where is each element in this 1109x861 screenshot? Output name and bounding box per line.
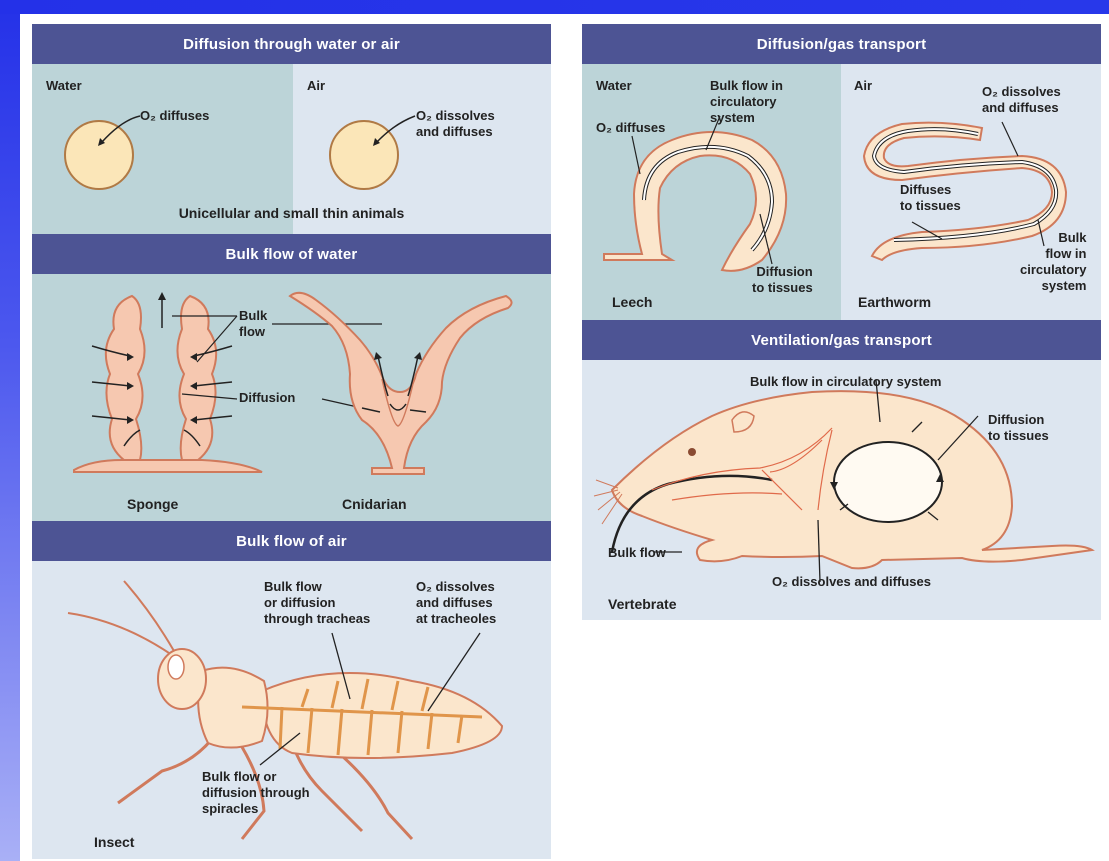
panel-ventilation-gas-transport: Ventilation/gas transport Bulk flow in c…: [582, 320, 1101, 620]
earthworm-o2-dissolves: O₂ dissolves and diffuses: [982, 84, 1061, 116]
sponge-left-wall: [106, 296, 145, 460]
cnidarian-body: [290, 293, 512, 474]
earthworm-label: Earthworm: [858, 294, 931, 311]
sponge-base: [74, 460, 262, 472]
tracheae-label: Bulk flow or diffusion through tracheas: [264, 579, 370, 627]
sponge-cnidarian-illustration: [32, 234, 551, 521]
earthworm-bulk-flow-label: Bulk flow in circulatory system: [1020, 230, 1086, 294]
leech-o2-diffuses: O₂ diffuses: [596, 120, 665, 136]
leech-label: Leech: [612, 294, 652, 311]
cnidarian-label: Cnidarian: [342, 496, 407, 513]
vertebrate-o2-dissolves: O₂ dissolves and diffuses: [772, 574, 931, 590]
vertebrate-bulk-flow: Bulk flow: [608, 545, 666, 561]
water-o2-annotation: O₂ diffuses: [140, 108, 209, 124]
sponge-right-wall: [177, 296, 216, 460]
water-label: Water: [596, 78, 632, 94]
panel-diffusion-water-air: Diffusion through water or air Water Air…: [32, 24, 551, 234]
insect-label: Insect: [94, 834, 134, 851]
leech-diffusion-label: Diffusion to tissues: [752, 264, 813, 296]
diffusion-label: Diffusion: [239, 390, 295, 406]
panel-bulk-flow-air: Bulk flow of air Bulk flow or diff: [32, 521, 551, 859]
circulatory-loop: [834, 442, 942, 522]
slide-left-border: [0, 0, 20, 861]
water-label: Water: [46, 78, 82, 94]
tracheoles-label: O₂ dissolves and diffuses at tracheoles: [416, 579, 496, 627]
water-cell: [65, 121, 133, 189]
sponge-label: Sponge: [127, 496, 178, 513]
air-label: Air: [854, 78, 872, 94]
vertebrate-diffusion-label: Diffusion to tissues: [988, 412, 1049, 444]
leech-body: [604, 132, 786, 271]
unicellular-caption: Unicellular and small thin animals: [32, 205, 551, 222]
slide-top-border: [0, 0, 1109, 14]
vertebrate-bulk-flow-circ: Bulk flow in circulatory system: [750, 374, 941, 390]
air-o2-annotation: O₂ dissolves and diffuses: [416, 108, 495, 140]
vertebrate-label: Vertebrate: [608, 596, 676, 613]
spiracles-label: Bulk flow or diffusion through spiracles: [202, 769, 310, 817]
bulk-flow-label: Bulk flow: [239, 308, 267, 340]
panel-diffusion-gas-transport: Diffusion/gas transport Water Air O₂ dif…: [582, 24, 1101, 320]
leech-bulk-flow-label: Bulk flow in circulatory system: [710, 78, 783, 126]
air-label: Air: [307, 78, 325, 94]
panel-bulk-flow-water: Bulk flow of water: [32, 234, 551, 521]
earthworm-diffuses-label: Diffuses to tissues: [900, 182, 961, 214]
